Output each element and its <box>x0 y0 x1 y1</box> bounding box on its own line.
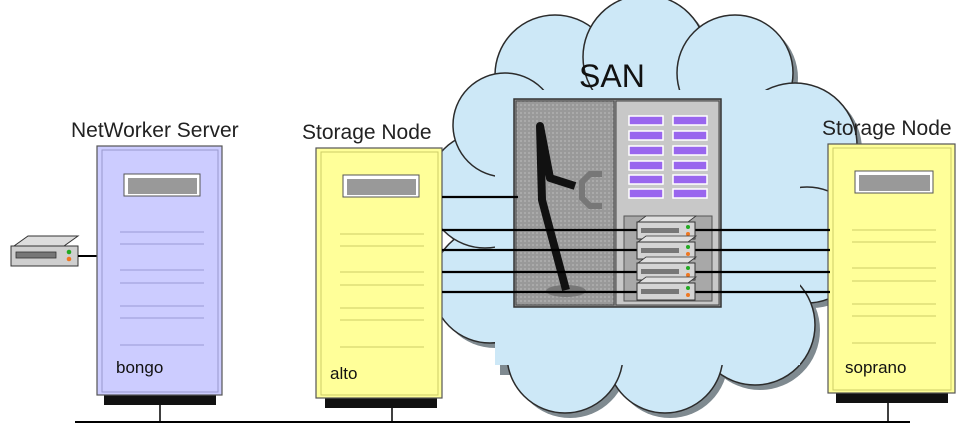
storage-node-tower-soprano <box>827 143 956 403</box>
hostname-bongo: bongo <box>116 358 164 377</box>
storage-node-label-soprano: Storage Node <box>822 117 952 140</box>
tape-slots <box>628 115 708 199</box>
storage-node-tower-alto <box>315 147 443 408</box>
hostname-soprano: soprano <box>845 358 907 377</box>
desktop-device-icon <box>10 235 80 267</box>
storage-node-label-alto: Storage Node <box>302 121 432 144</box>
tape-drive-icon <box>636 215 698 301</box>
san-label: SAN <box>579 58 645 94</box>
san-cables <box>442 195 830 294</box>
networker-server-tower <box>96 145 223 405</box>
hostname-alto: alto <box>330 364 358 383</box>
networker-server-label: NetWorker Server <box>71 119 239 142</box>
